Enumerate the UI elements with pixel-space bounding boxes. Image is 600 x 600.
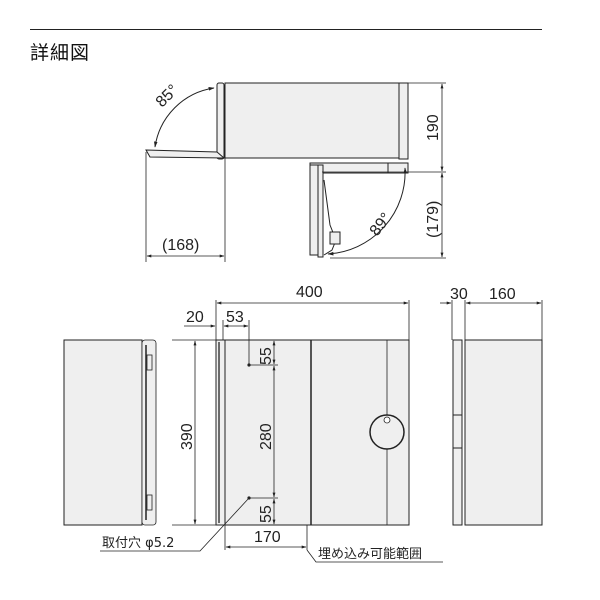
mount-hole-label: 取付穴 φ5.2 — [102, 536, 174, 551]
dim-168: (168) — [162, 237, 199, 254]
dim-160: 160 — [489, 286, 516, 303]
lock-icon — [369, 414, 405, 450]
right-door-open — [309, 164, 319, 256]
dim-55-top: 55 — [258, 347, 275, 365]
dim-400: 400 — [296, 284, 323, 301]
right-side-view: 30 160 — [440, 286, 543, 526]
page-title: 詳細図 — [30, 42, 91, 64]
dim-170: 170 — [254, 529, 281, 546]
top-body — [224, 82, 403, 159]
angle-85-label: 85° — [153, 82, 182, 111]
dim-280: 280 — [258, 423, 275, 450]
dim-55-bottom: 55 — [258, 505, 275, 523]
title-divider — [30, 29, 542, 30]
dim-390: 390 — [179, 423, 196, 450]
dim-190: 190 — [425, 114, 442, 141]
left-side-view — [63, 339, 157, 526]
front-view: 400 20 53 390 55 280 55 取付穴 φ5.2 170 埋め込… — [100, 284, 443, 563]
dim-30: 30 — [450, 286, 468, 303]
left-door-open — [145, 149, 226, 159]
angle-89-label: 89° — [367, 210, 395, 240]
dim-53: 53 — [226, 309, 244, 326]
top-view: 85° 89° 190 (179) (168) — [145, 82, 446, 262]
dim-179: (179) — [425, 201, 442, 238]
embed-range-label: 埋め込み可能範囲 — [318, 547, 422, 562]
hinge-icon — [329, 231, 341, 245]
dim-20: 20 — [186, 309, 204, 326]
